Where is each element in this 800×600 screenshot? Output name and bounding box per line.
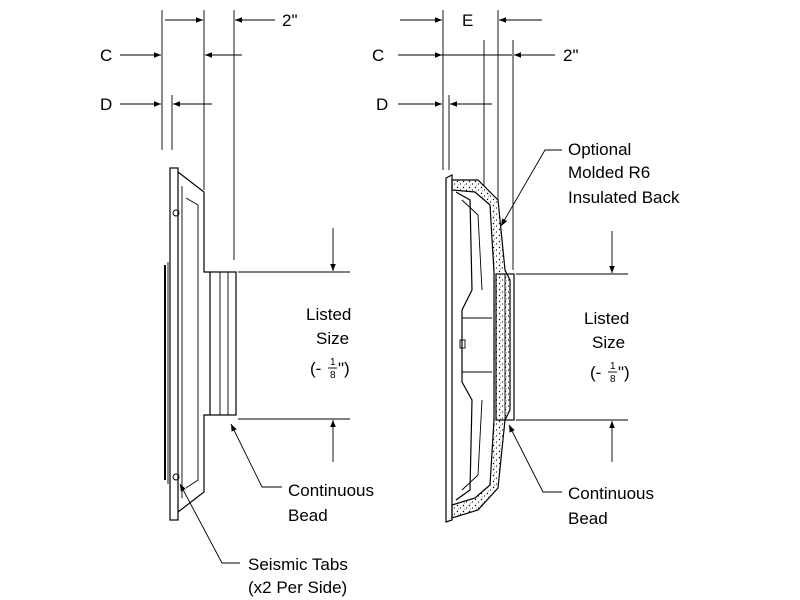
left-seismic-callout: Seismic Tabs (x2 Per Side) [179,483,348,597]
right-e-dimension: E [400,11,542,30]
right-dim-e-label: E [462,11,473,30]
right-2in-dimension: 2" [483,46,579,65]
left-c-dimension: C [100,46,242,65]
left-listed-label-1: Listed [306,305,351,324]
left-listed-label-2: Size [316,329,349,348]
right-listed-label-1: Listed [584,309,629,328]
left-view: 2" C D [100,10,374,597]
left-tabs-label-2: (x2 Per Side) [248,578,347,597]
right-tol-close: ") [618,363,630,382]
left-seismic-tab-top [172,209,180,217]
right-dim-d-label: D [376,95,388,114]
left-tabs-label-1: Seismic Tabs [248,555,348,574]
right-d-dimension: D [376,95,492,114]
left-d-dimension: D [100,95,212,114]
right-dim-c-label: C [372,46,384,65]
left-tol-den: 8 [330,370,336,381]
left-tol-close: ") [338,359,350,378]
right-optional-label-1: Optional [568,140,631,159]
left-dim-c-label: C [100,46,112,65]
left-bead-label-1: Continuous [288,481,374,500]
right-bead-label-1: Continuous [568,484,654,503]
left-top-dimension: 2" [165,11,298,30]
left-bead-label-2: Bead [288,506,328,525]
right-optional-label-3: Insulated Back [568,188,680,207]
right-bead-label-2: Bead [568,509,608,528]
right-extension-lines [442,10,514,270]
left-seismic-tab-bottom [172,473,180,481]
right-optional-label-2: Molded R6 [568,163,650,182]
right-dim-2in-label: 2" [563,46,579,65]
left-tol-num: 1 [330,357,336,368]
right-optional-callout: Optional Molded R6 Insulated Back [500,140,680,227]
left-diffuser-body [164,167,237,521]
insulated-back [451,179,511,519]
right-tol-den: 8 [610,374,616,385]
right-tol-open: (- [590,363,601,382]
right-diffuser-body [445,174,515,523]
right-tol-num: 1 [610,361,616,372]
left-dim-2in-label: 2" [282,11,298,30]
right-bead-callout: Continuous Bead [508,424,654,528]
left-dim-d-label: D [100,95,112,114]
right-listed-size-dimension: Listed Size (- 1 8 ") [516,231,630,462]
right-view: E C 2" D [372,10,680,528]
left-bead-callout: Continuous Bead [230,423,374,525]
left-listed-size-dimension: Listed Size (- 1 8 ") [238,228,351,462]
left-tol-open: (- [310,359,321,378]
right-listed-label-2: Size [592,333,625,352]
right-c-dimension: C [372,46,484,65]
left-extension-lines [161,10,235,260]
